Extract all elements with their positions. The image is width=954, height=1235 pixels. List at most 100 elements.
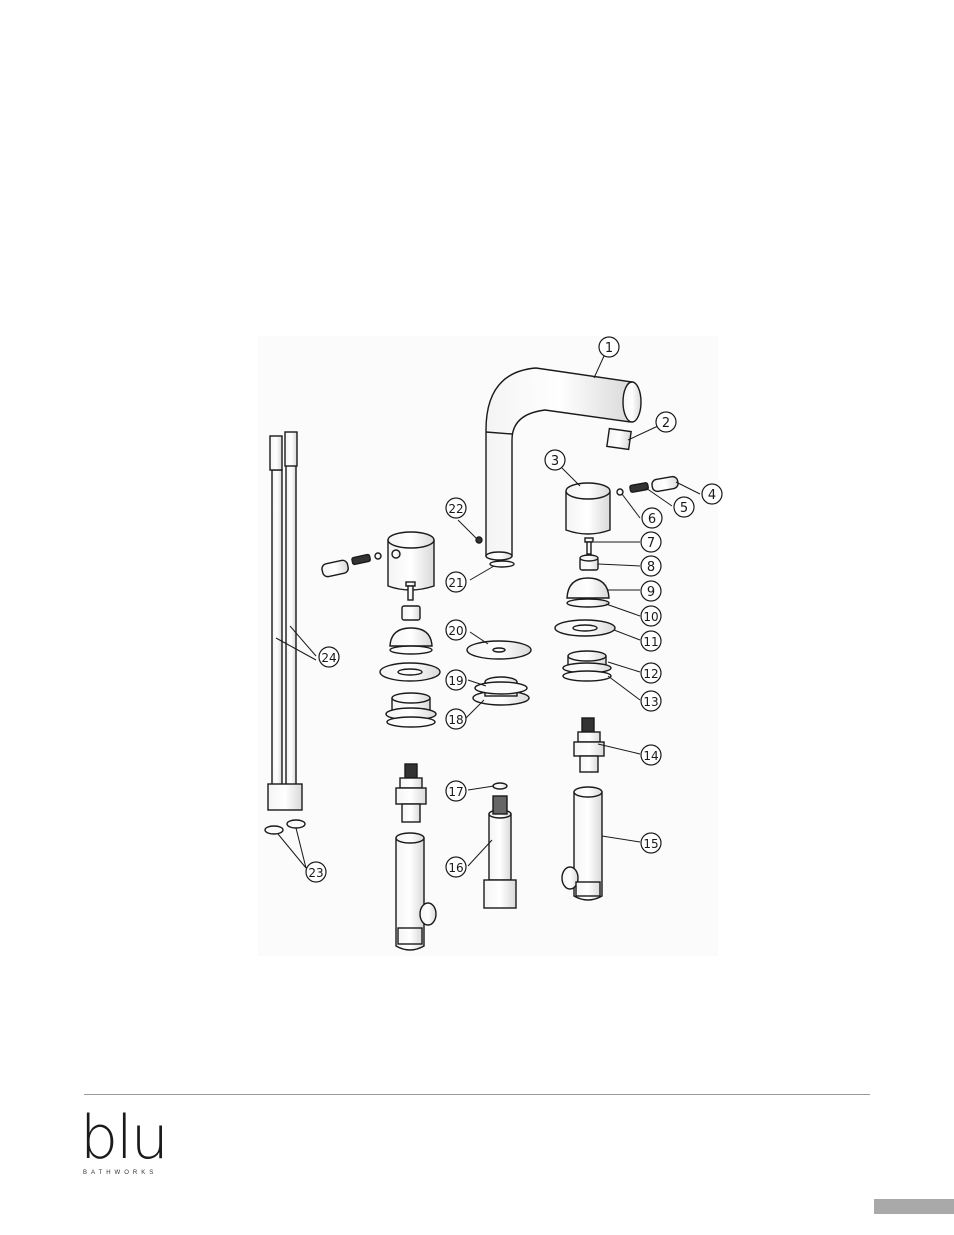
callout-2: 2 <box>655 411 677 433</box>
callout-circle <box>640 744 662 766</box>
adapter-part <box>579 554 599 571</box>
left-dome-cover-part <box>389 627 433 647</box>
callout-circle <box>655 411 677 433</box>
left-o-ring-part <box>389 645 433 655</box>
hose-washer-part <box>264 825 284 835</box>
set-screw-part <box>629 482 649 493</box>
brand-logo: blu BATHWORKS <box>80 1108 170 1183</box>
callout-label: 9 <box>647 585 655 600</box>
callout-15: 15 <box>640 832 662 854</box>
left-ball-part <box>374 552 382 560</box>
spout-o-ring-part <box>489 560 515 568</box>
callout-circle <box>305 861 327 883</box>
callout-label: 24 <box>321 651 336 665</box>
ball-part <box>616 488 624 496</box>
callout-24: 24 <box>318 646 340 668</box>
callout-circle <box>445 708 467 730</box>
callout-12: 12 <box>640 662 662 684</box>
callout-circle <box>640 690 662 712</box>
callout-circle <box>640 580 662 602</box>
spout-part <box>485 367 642 561</box>
page-number-tab <box>874 1199 954 1214</box>
left-bushing-part <box>385 692 437 728</box>
callout-circle <box>445 780 467 802</box>
left-handle-part <box>387 531 435 591</box>
callout-label: 19 <box>448 674 463 688</box>
callout-1: 1 <box>598 336 620 358</box>
callout-label: 11 <box>643 635 658 649</box>
callout-circle <box>318 646 340 668</box>
lever-pin-part <box>651 475 679 493</box>
callout-label: 17 <box>448 785 463 799</box>
supply-hose-part <box>267 431 303 811</box>
left-set-screw-part <box>351 553 371 566</box>
callout-18: 18 <box>445 708 467 730</box>
left-screw-part <box>405 581 416 601</box>
callout-circle <box>445 619 467 641</box>
callout-label: 5 <box>680 501 688 516</box>
callout-10: 10 <box>640 605 662 627</box>
callout-17: 17 <box>445 780 467 802</box>
callout-circle <box>445 571 467 593</box>
callout-circle <box>640 531 662 553</box>
callout-20: 20 <box>445 619 467 641</box>
callout-label: 23 <box>308 866 323 880</box>
dome-cover-part <box>566 577 610 599</box>
left-lever-pin-part <box>321 559 349 578</box>
callout-22: 22 <box>445 497 467 519</box>
callout-label: 4 <box>708 488 716 503</box>
callout-label: 7 <box>647 536 655 551</box>
center-bushing-part <box>472 676 530 706</box>
callout-label: 20 <box>448 624 463 638</box>
callout-11: 11 <box>640 630 662 652</box>
callout-circle <box>701 483 723 505</box>
callout-label: 3 <box>551 454 559 469</box>
brand-subtitle: BATHWORKS <box>83 1170 158 1176</box>
callout-8: 8 <box>640 555 662 577</box>
left-adapter-part <box>401 605 421 621</box>
callout-label: 16 <box>448 861 463 875</box>
callout-label: 2 <box>662 416 670 431</box>
callout-21: 21 <box>445 571 467 593</box>
callout-circle <box>544 449 566 471</box>
spout-screw-part <box>475 536 483 544</box>
callout-14: 14 <box>640 744 662 766</box>
valve-cartridge-part <box>573 717 605 773</box>
screw-part <box>584 537 594 555</box>
callout-circle <box>445 856 467 878</box>
callout-label: 22 <box>448 502 463 516</box>
callout-circle <box>640 630 662 652</box>
callout-5: 5 <box>673 496 695 518</box>
callout-label: 14 <box>643 749 658 763</box>
valve-body-part <box>561 786 603 901</box>
callout-circle <box>598 336 620 358</box>
left-valve-body-part <box>395 832 437 951</box>
callout-label: 15 <box>643 837 658 851</box>
callout-label: 8 <box>647 560 655 575</box>
callout-circle <box>640 555 662 577</box>
callout-label: 1 <box>605 341 613 356</box>
right-handle-part <box>565 482 611 535</box>
hose-washer-part-2 <box>286 819 306 829</box>
callout-9: 9 <box>640 580 662 602</box>
callout-label: 12 <box>643 667 658 681</box>
left-valve-cartridge-part <box>395 763 427 823</box>
callout-6: 6 <box>641 507 663 529</box>
callout-3: 3 <box>544 449 566 471</box>
cap-part <box>606 427 632 451</box>
callout-23: 23 <box>305 861 327 883</box>
callout-circle <box>640 605 662 627</box>
center-o-ring-part <box>492 782 508 790</box>
o-ring-part <box>566 598 610 608</box>
brand-logo-text: blu <box>80 1103 169 1173</box>
callout-circle <box>641 507 663 529</box>
callout-circle <box>640 662 662 684</box>
callout-circle <box>445 497 467 519</box>
callout-label: 10 <box>643 610 658 624</box>
callout-label: 13 <box>643 695 658 709</box>
callout-13: 13 <box>640 690 662 712</box>
bushing-part <box>562 650 612 674</box>
callout-circle <box>445 669 467 691</box>
callout-4: 4 <box>701 483 723 505</box>
